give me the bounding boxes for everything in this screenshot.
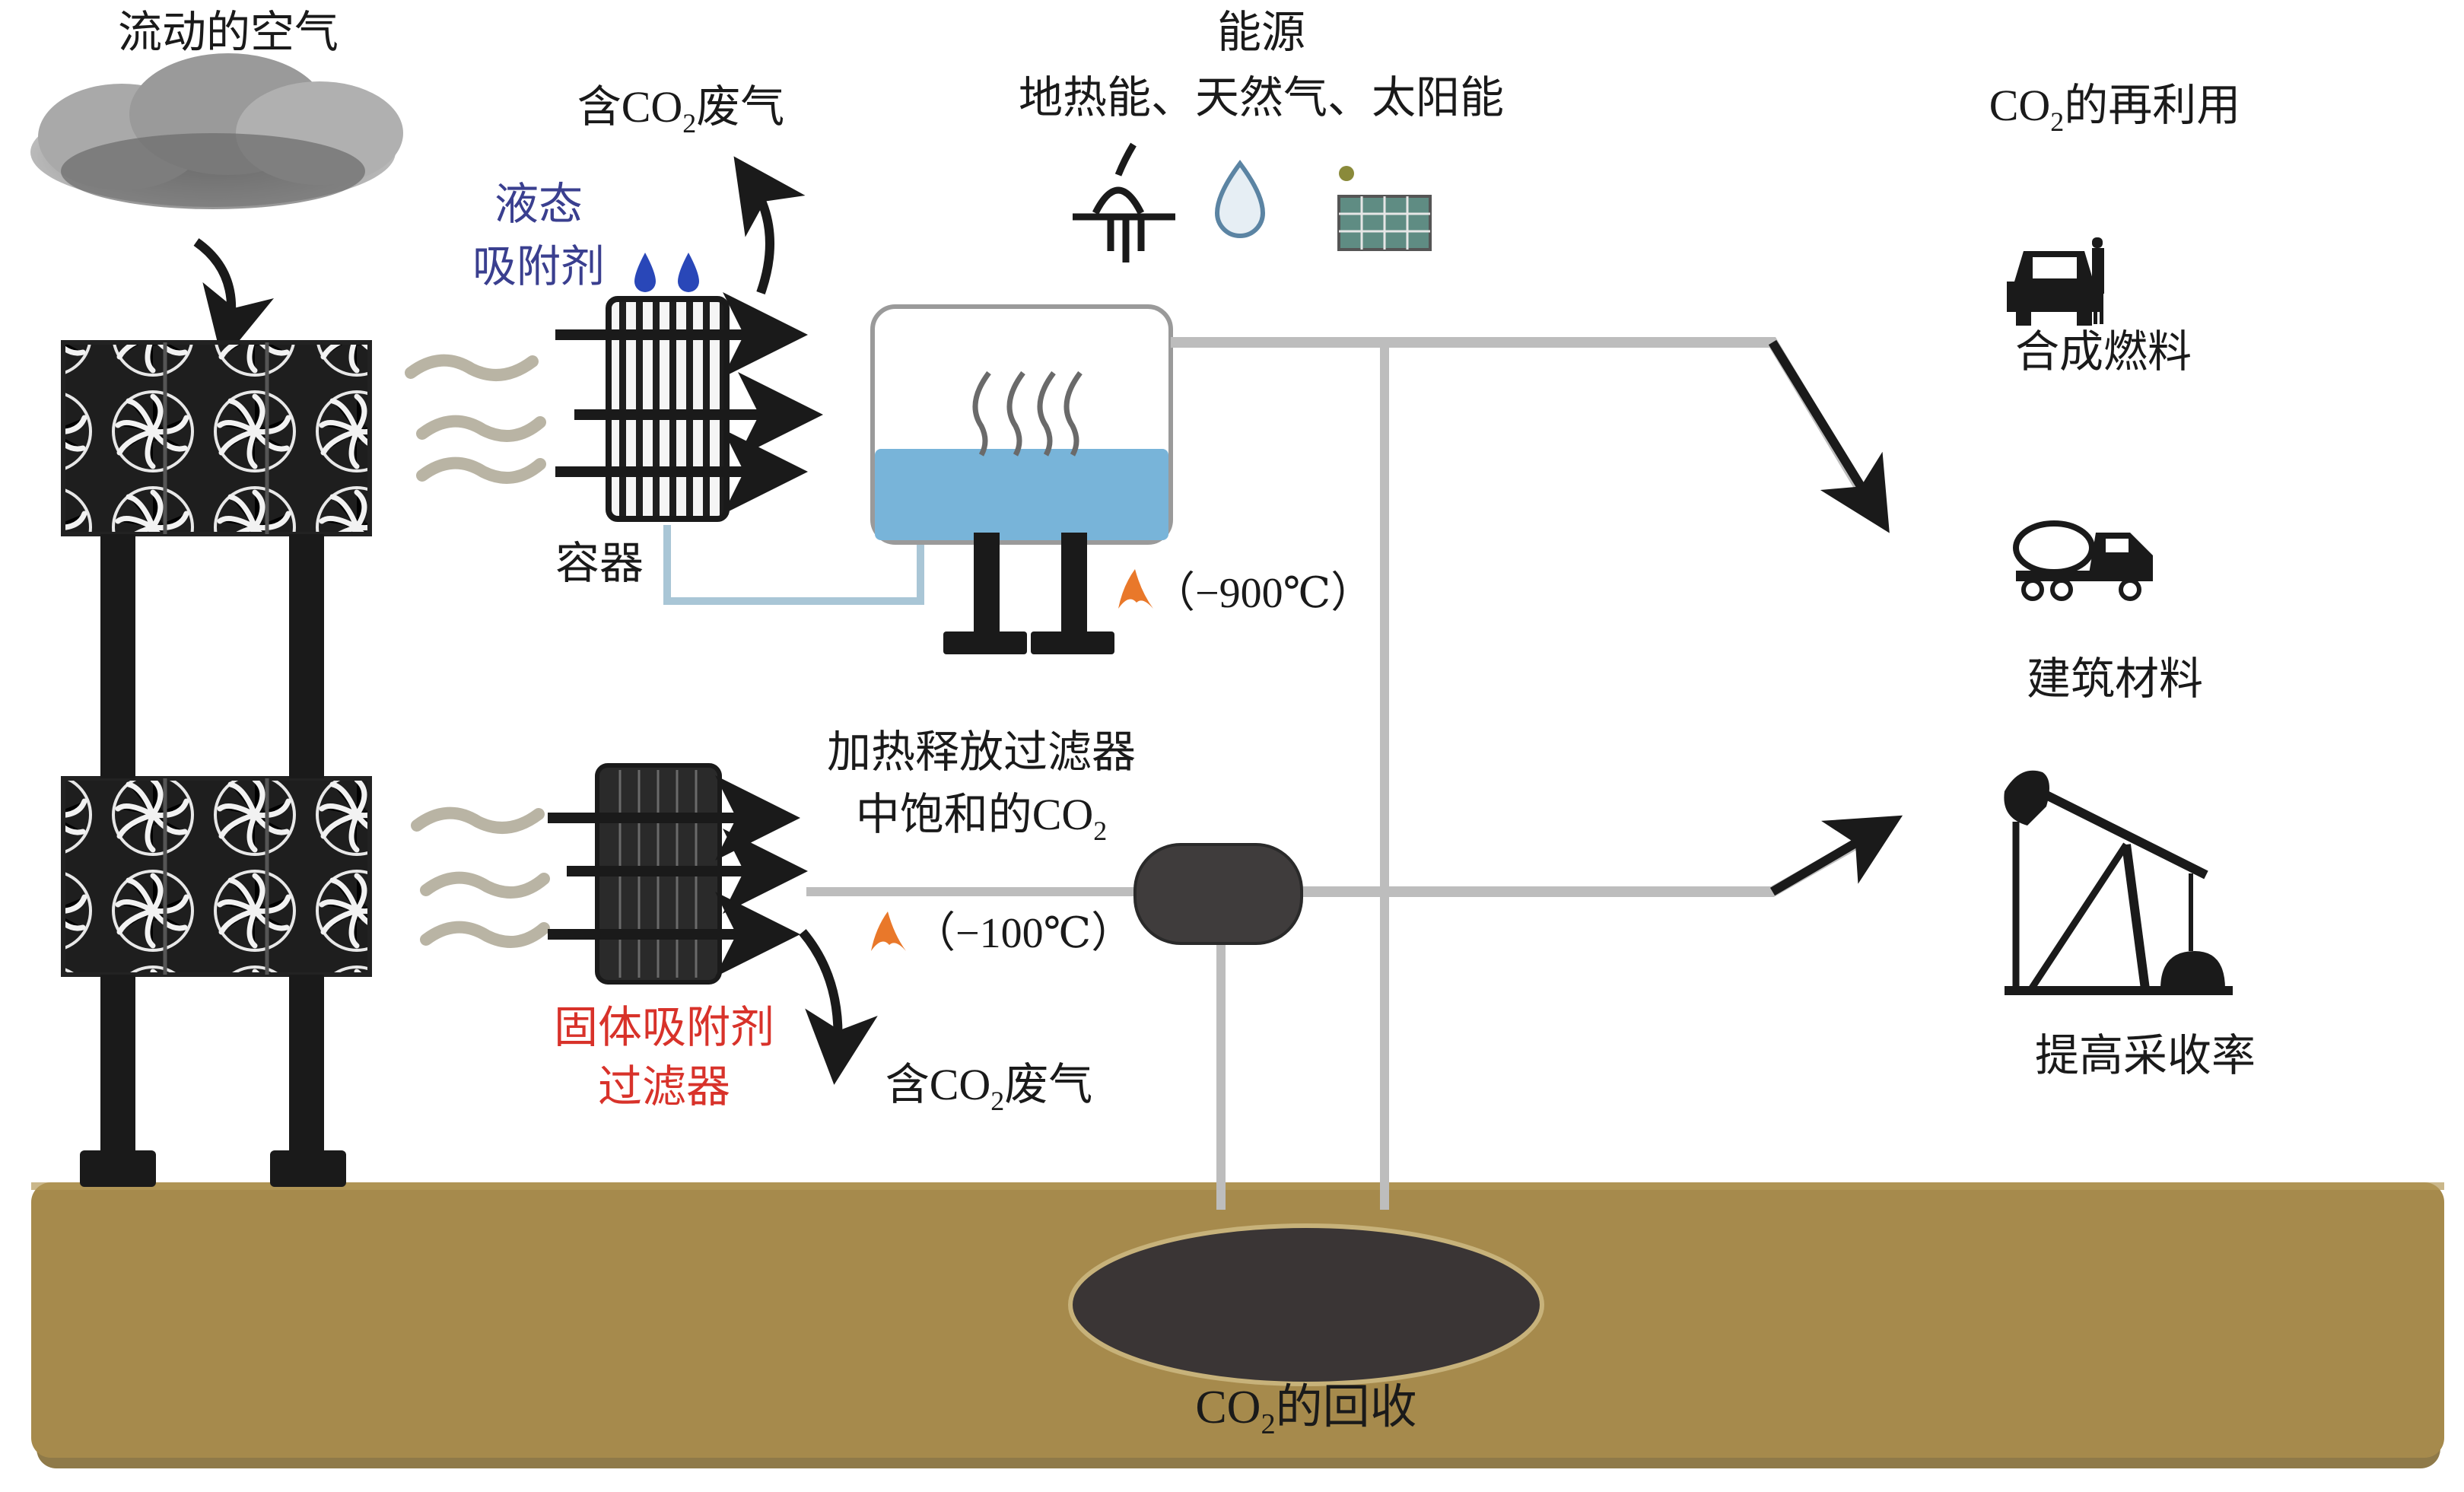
container-label: 容器 xyxy=(555,539,644,588)
air-down-arrow xyxy=(193,238,274,362)
use-synthetic-fuel-label: 合成燃料 xyxy=(2015,327,2192,377)
fan-array-top xyxy=(61,340,372,536)
flame-icon-low xyxy=(871,911,906,951)
use-enhanced-recovery-label: 提高采收率 xyxy=(2035,1031,2256,1080)
fan-support-poles xyxy=(80,534,346,1187)
storage-label: CO2的回收 xyxy=(1195,1382,1416,1440)
waste-gas-up-arrow xyxy=(733,156,806,294)
liquid-return-pipe xyxy=(663,525,924,605)
solar-panel-icon xyxy=(1337,166,1432,251)
geothermal-icon xyxy=(1073,142,1175,262)
liquid-contactor-filter xyxy=(606,296,730,522)
solid-sorbent-label-2: 过滤器 xyxy=(598,1062,730,1112)
heat-release-label-2: 中饱和的CO2 xyxy=(856,790,1108,846)
co2-separator-capsule xyxy=(1133,843,1303,945)
use-building-materials-label: 建筑材料 xyxy=(2027,654,2203,704)
solid-sorbent-label-1: 固体吸附剂 xyxy=(554,1003,774,1052)
fan-array-bottom xyxy=(61,776,372,977)
liquid-drops-icon xyxy=(634,253,699,292)
energy-sources-label: 地热能、天然气、太阳能 xyxy=(1019,73,1504,122)
reuse-title: CO2的再利用 xyxy=(1989,81,2241,137)
waste-gas-down-arrow xyxy=(799,929,878,1085)
tank-burners xyxy=(943,533,1114,654)
regeneration-tank xyxy=(870,304,1173,545)
to-fuel-arrow xyxy=(1768,339,1890,533)
temp-low-label: （−100℃） xyxy=(913,910,1133,957)
co2-reservoir xyxy=(1068,1223,1544,1386)
air-flow-wisps-bottom xyxy=(411,806,550,948)
air-flow-wisps-top xyxy=(405,354,546,484)
liquid-sorbent-label-1: 液态 xyxy=(494,180,583,229)
waste-gas-bottom-label: 含CO2废气 xyxy=(885,1060,1093,1116)
oil-pumpjack-icon xyxy=(2004,770,2233,995)
cement-truck-icon xyxy=(2013,520,2153,601)
natural-gas-flame-icon xyxy=(1214,159,1266,238)
temp-high-label: （−900℃） xyxy=(1153,570,1373,617)
lower-flow-arrows xyxy=(548,775,808,977)
cloud-icon xyxy=(30,53,403,209)
heat-release-label-1: 加热释放过滤器 xyxy=(827,727,1136,777)
energy-title: 能源 xyxy=(1217,8,1305,57)
steam-icon xyxy=(972,371,1083,457)
liquid-sorbent-label-2: 吸附剂 xyxy=(472,242,605,291)
car-fuel-icon xyxy=(2007,237,2104,326)
flowing-air-label: 流动的空气 xyxy=(118,8,339,57)
waste-gas-top-label: 含CO2废气 xyxy=(577,82,785,138)
to-recovery-arrow xyxy=(1769,815,1903,896)
flame-icon-high xyxy=(1118,569,1153,609)
upper-flow-arrows xyxy=(555,292,823,514)
